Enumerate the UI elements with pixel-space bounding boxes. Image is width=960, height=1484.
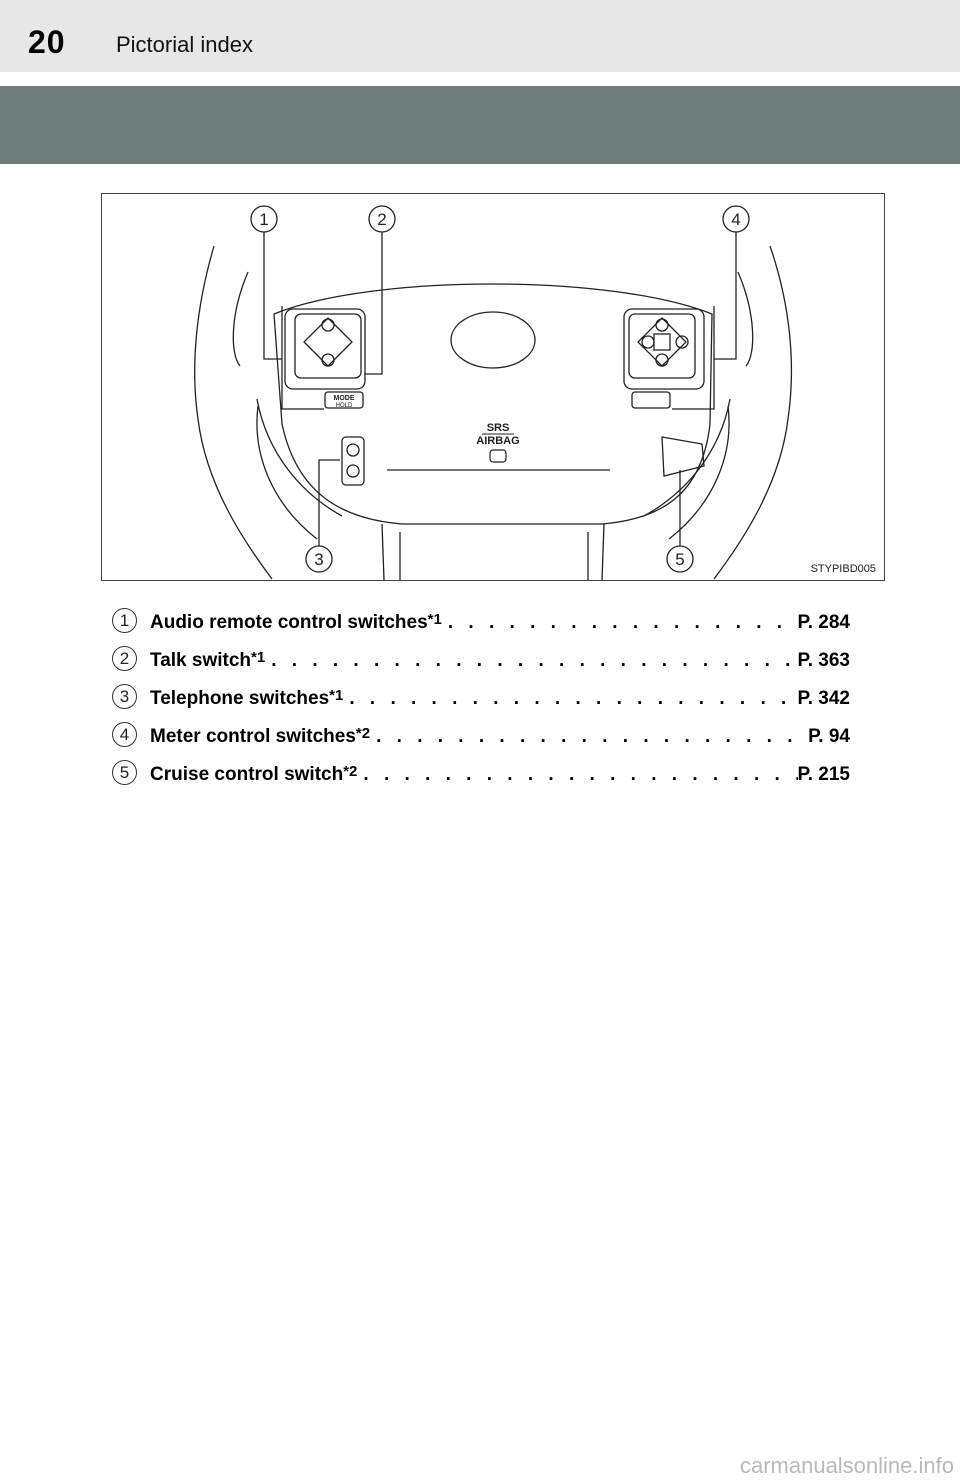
item-label[interactable]: Audio remote control switches*1 (150, 611, 442, 633)
wheel-rim-right (713, 245, 793, 580)
footnote-marker: *1 (427, 611, 442, 628)
wheel-rim-left-inner (232, 271, 249, 367)
index-item: 1 Audio remote control switches*1 . . . … (110, 604, 850, 642)
airbag-label-top: SRS (487, 422, 510, 434)
page-header: 20 Pictorial index (0, 0, 960, 72)
airbag-label-bottom: AIRBAG (476, 435, 519, 447)
item-number-badge: 2 (112, 646, 137, 671)
footnote-marker: *1 (251, 649, 266, 666)
hub-outline (273, 283, 713, 525)
right-dpad (637, 317, 687, 367)
page-reference[interactable]: P. 94 (808, 726, 850, 747)
index-item: 4 Meter control switches*2 . . . . . . .… (110, 718, 850, 756)
callout-4-circle (722, 205, 750, 233)
horn-icon (489, 449, 507, 463)
section-title: Pictorial index (116, 32, 253, 57)
page-reference[interactable]: P. 342 (797, 688, 850, 709)
item-number-badge: 1 (112, 608, 137, 633)
steering-wheel-illustration: 1 2 4 3 5 SRS AIRBAG MODE HOLD (194, 205, 793, 580)
dot-leader: . . . . . . . . . . . . . . . . . . . . … (271, 650, 797, 671)
callout-3-line (318, 459, 340, 546)
page-reference[interactable]: P. 215 (797, 764, 850, 785)
wheel-rim-right-inner (737, 271, 754, 367)
callout-2-circle (368, 205, 396, 233)
page-number: 20 (28, 24, 66, 60)
left-dpad (303, 317, 353, 367)
callout-1-text: 1 (259, 210, 268, 229)
callout-4-line (672, 232, 737, 410)
callout-2-text: 2 (377, 210, 386, 229)
watermark: carmanualsonline.info (739, 1453, 954, 1478)
callout-2-line (364, 232, 383, 375)
hub-lower-left (256, 398, 343, 517)
hub-lower-right-2 (668, 405, 730, 540)
footnote-marker: *2 (355, 725, 371, 742)
item-label[interactable]: Cruise control switch*2 (150, 763, 358, 785)
callout-1-line (263, 232, 324, 410)
meter-button (631, 391, 671, 409)
column-right (601, 523, 605, 580)
item-number-badge: 3 (112, 684, 137, 709)
hub-lower-right (643, 398, 731, 517)
dot-leader: . . . . . . . . . . . . . . . . . . . . … (363, 764, 797, 785)
callout-5-circle (666, 545, 694, 573)
column-left (381, 523, 385, 580)
callout-1-circle (250, 205, 278, 233)
dot-leader: . . . . . . . . . . . . . . . . . . . . … (376, 726, 808, 747)
item-label[interactable]: Meter control switches*2 (150, 725, 371, 747)
mode-button (324, 391, 364, 409)
dot-leader: . . . . . . . . . . . . . . . . . . . . … (349, 688, 797, 709)
steering-wheel-figure: 1 2 4 3 5 SRS AIRBAG MODE HOLD STYPIBD00… (101, 193, 885, 581)
callout-5-text: 5 (675, 550, 684, 569)
callout-3-text: 3 (314, 550, 323, 569)
left-switch-pad (284, 308, 366, 390)
header-band (0, 86, 960, 164)
cruise-lever (661, 436, 705, 477)
callout-4-text: 4 (731, 210, 740, 229)
index-item: 2 Talk switch*1 . . . . . . . . . . . . … (110, 642, 850, 680)
dot-leader: . . . . . . . . . . . . . . . . . . . . … (447, 612, 798, 633)
wheel-rim-left (194, 245, 273, 580)
figure-code: STYPIBD005 (810, 563, 876, 575)
mode-button-label: MODE (334, 395, 355, 402)
page-reference[interactable]: P. 284 (797, 612, 850, 633)
footnote-marker: *1 (329, 687, 344, 704)
hub-lower-left-2 (256, 405, 318, 540)
right-switch-pad (623, 308, 705, 390)
callout-3-circle (305, 545, 333, 573)
index-list: 1 Audio remote control switches*1 . . . … (110, 604, 850, 794)
item-number-badge: 4 (112, 722, 137, 747)
index-item: 3 Telephone switches*1 . . . . . . . . .… (110, 680, 850, 718)
item-label[interactable]: Talk switch*1 (150, 649, 266, 671)
page-reference[interactable]: P. 363 (797, 650, 850, 671)
mode-button-sublabel: HOLD (336, 403, 353, 409)
telephone-switch (341, 436, 365, 486)
index-item: 5 Cruise control switch*2 . . . . . . . … (110, 756, 850, 794)
item-label[interactable]: Telephone switches*1 (150, 687, 344, 709)
emblem-oval (450, 311, 536, 369)
item-number-badge: 5 (112, 760, 137, 785)
footnote-marker: *2 (343, 763, 358, 780)
